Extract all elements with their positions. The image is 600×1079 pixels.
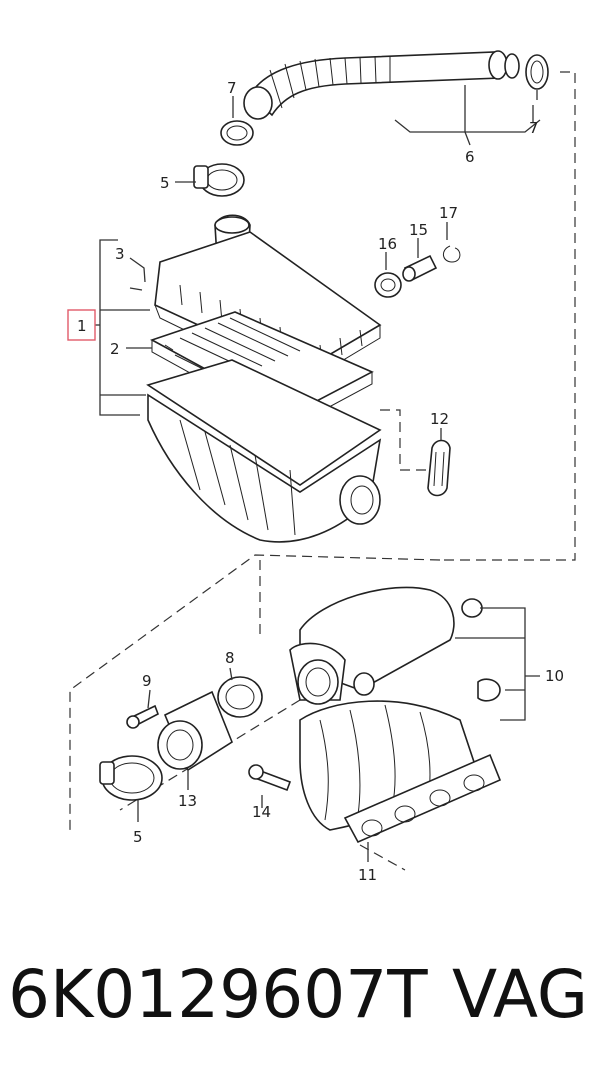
callout-2: 2 bbox=[110, 340, 120, 358]
callout-5-bottom: 5 bbox=[133, 828, 143, 846]
valve-15 bbox=[402, 254, 438, 282]
manifold-gasket-11 bbox=[343, 753, 502, 844]
callout-1: 1 bbox=[77, 317, 87, 335]
hose-clamp-bottom bbox=[99, 755, 163, 801]
gasket-16 bbox=[374, 272, 402, 298]
callout-7-left: 7 bbox=[227, 79, 237, 97]
callout-9: 9 bbox=[142, 672, 152, 690]
callout-14: 14 bbox=[252, 803, 271, 821]
breather-hose bbox=[243, 50, 520, 120]
callout-12: 12 bbox=[430, 410, 449, 428]
callout-17: 17 bbox=[439, 204, 458, 222]
callout-8: 8 bbox=[225, 649, 235, 667]
o-ring-left bbox=[220, 120, 254, 146]
bolt-9 bbox=[126, 704, 159, 729]
callout-5-top: 5 bbox=[160, 174, 170, 192]
callout-6: 6 bbox=[465, 148, 475, 166]
exploded-parts-diagram: 1 2 3 5 5 6 7 7 8 9 10 11 12 13 14 15 16… bbox=[67, 50, 576, 884]
leader-lines bbox=[95, 85, 541, 862]
air-filter-lower-housing bbox=[146, 359, 382, 543]
seal-8 bbox=[217, 676, 263, 718]
callout-1-highlight bbox=[67, 309, 96, 341]
part-number: 6K0129607T bbox=[8, 956, 428, 1033]
o-ring-right bbox=[525, 54, 549, 90]
callout-11: 11 bbox=[358, 866, 377, 884]
callout-13: 13 bbox=[178, 792, 197, 810]
callout-10: 10 bbox=[545, 667, 564, 685]
brand-name: VAG bbox=[452, 956, 589, 1033]
clip-17 bbox=[443, 245, 461, 263]
callout-15: 15 bbox=[409, 221, 428, 239]
hose-clamp-top bbox=[193, 163, 245, 197]
throttle-adapter-13 bbox=[157, 690, 233, 772]
callout-3: 3 bbox=[115, 245, 125, 263]
seal-12 bbox=[427, 439, 451, 497]
callout-labels: 1 2 3 5 5 6 7 7 8 9 10 11 12 13 14 15 16… bbox=[67, 79, 564, 884]
bolt-14 bbox=[248, 764, 292, 792]
callout-16: 16 bbox=[378, 235, 397, 253]
intake-manifold bbox=[289, 586, 481, 831]
caps-10 bbox=[461, 598, 501, 702]
callout-7-right: 7 bbox=[529, 119, 539, 137]
part-caption: 6K0129607T VAG bbox=[0, 955, 600, 1035]
